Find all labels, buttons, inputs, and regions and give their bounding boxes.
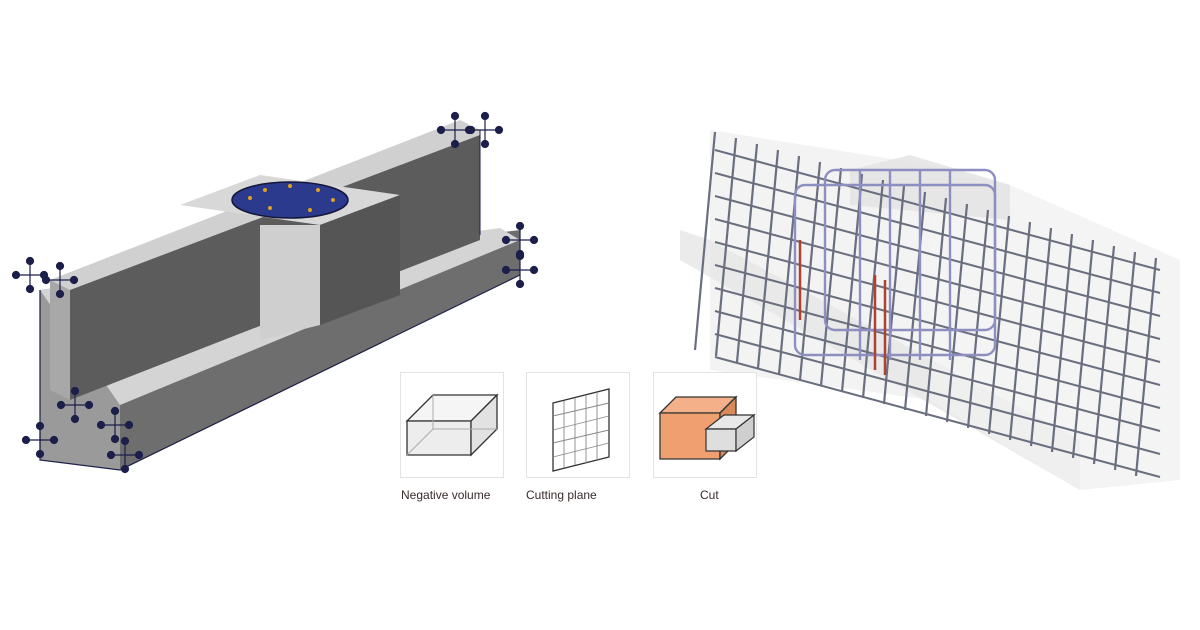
- rebar-vertical: [693, 131, 717, 351]
- rebar-vertical: [819, 167, 843, 387]
- manipulator-handles[interactable]: [11, 111, 539, 474]
- rebar-horizontal: [714, 264, 1161, 386]
- rebar-vertical: [756, 149, 780, 369]
- pedestal-cage: [793, 168, 997, 360]
- rebar-vertical: [1071, 239, 1095, 459]
- rebar-horizontal: [714, 218, 1161, 340]
- negative-volume-label: Negative volume: [401, 488, 491, 502]
- rebar-vertical: [1008, 221, 1032, 441]
- rebar-vertical: [735, 143, 759, 363]
- cutting-plane-icon: [552, 388, 610, 472]
- rebar-horizontal: [714, 195, 1161, 317]
- rebar-horizontal: [714, 241, 1161, 363]
- rebar-horizontal: [714, 356, 1161, 478]
- rebar-cage-model[interactable]: [660, 110, 1200, 510]
- rebar-horizontal: [714, 333, 1161, 455]
- rebar-vertical: [1050, 233, 1074, 453]
- rebar-vertical: [1092, 245, 1116, 465]
- rebar-horizontal: [714, 149, 1161, 271]
- rebar-horizontal: [714, 172, 1161, 294]
- negative-volume-button[interactable]: [400, 372, 504, 478]
- rebar-vertical: [798, 161, 822, 381]
- red-rebars: [798, 240, 887, 375]
- anchor-bolts: [248, 184, 335, 212]
- cut-icon: [658, 395, 756, 461]
- cut-button[interactable]: [653, 372, 757, 478]
- rebar-vertical: [714, 137, 738, 357]
- negative-volume-icon: [405, 393, 499, 457]
- rebar-vertical: [1113, 251, 1137, 471]
- pedestal-front-light: [260, 225, 320, 340]
- rebar-vertical: [861, 179, 885, 399]
- rebar-vertical: [1029, 227, 1053, 447]
- rebar-vertical: [1134, 257, 1158, 477]
- rebar-horizontal: [714, 310, 1161, 432]
- cutting-plane-label: Cutting plane: [526, 488, 597, 502]
- concrete-foundation-model[interactable]: [0, 100, 560, 500]
- rebar-horizontal: [714, 287, 1161, 409]
- pedestal-side: [320, 195, 400, 325]
- beam-end-face: [50, 280, 70, 400]
- cut-label: Cut: [700, 488, 719, 502]
- horizontal-rebars: [714, 149, 1161, 478]
- cutting-plane-button[interactable]: [526, 372, 630, 478]
